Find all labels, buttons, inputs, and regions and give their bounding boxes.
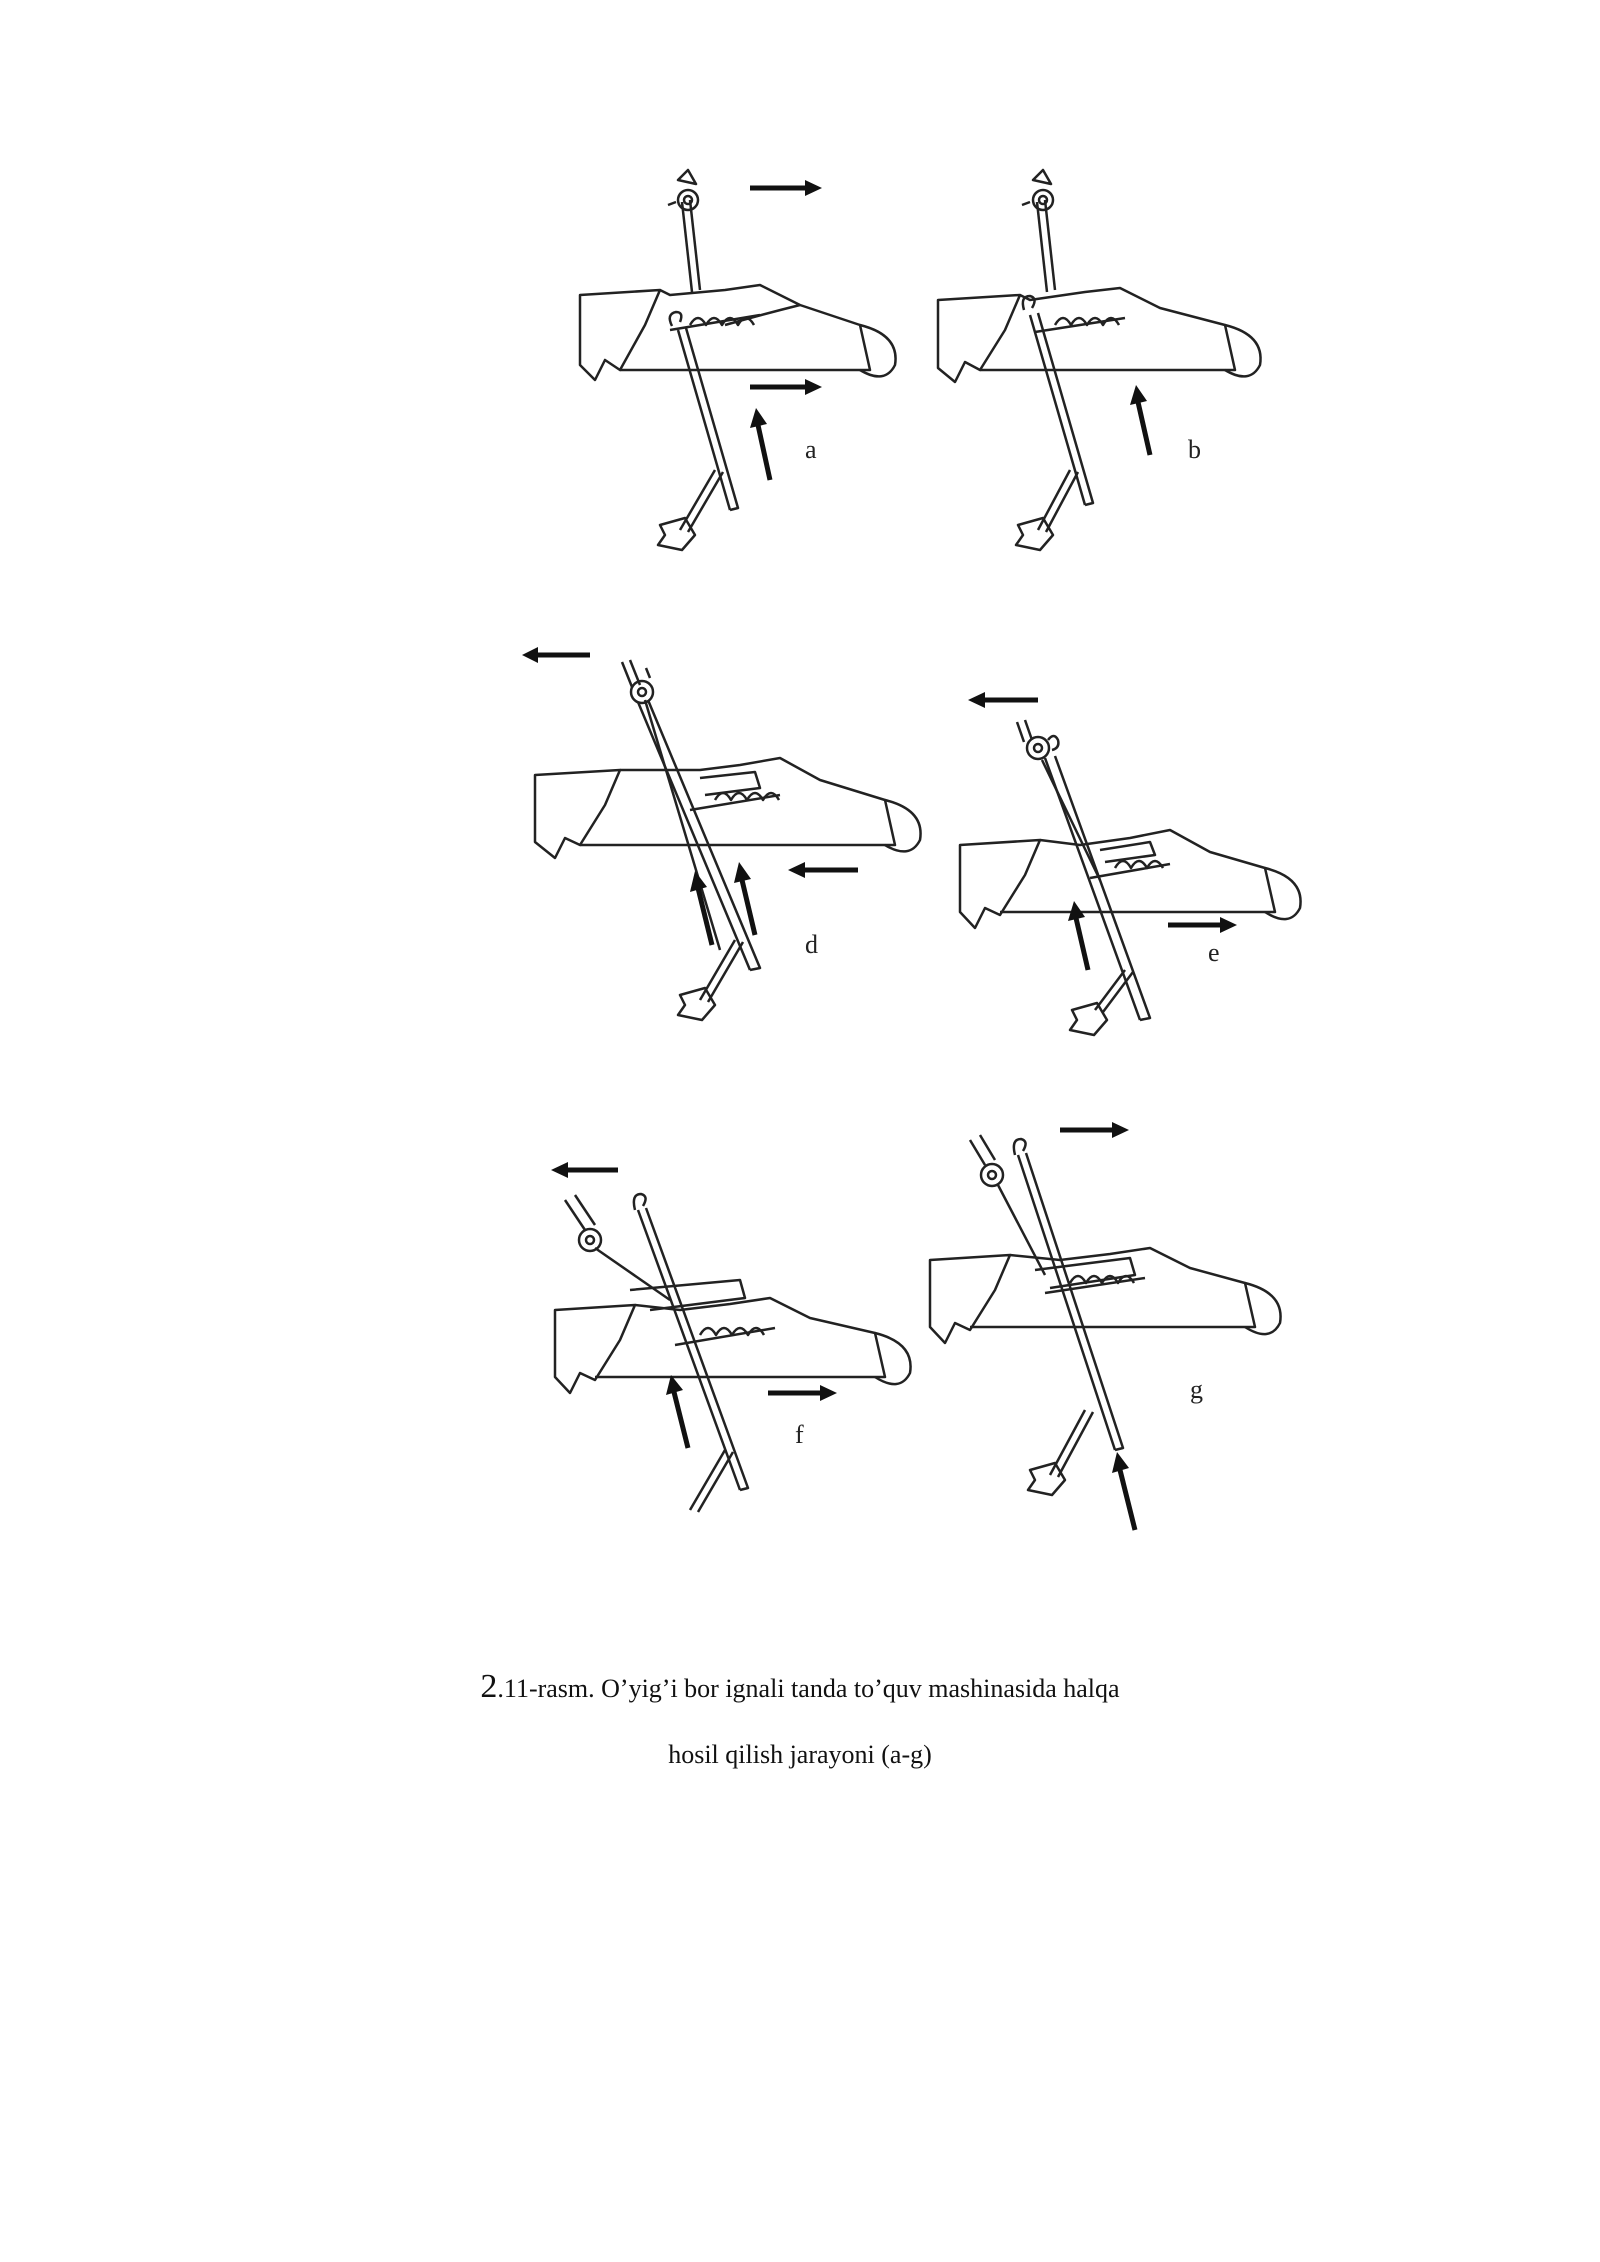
panel-e-svg [958, 692, 1302, 1037]
panel-b-label: b [1188, 435, 1201, 464]
panel-f-drawing: f [540, 1130, 940, 1530]
panel-a-drawing: a [560, 140, 940, 580]
panel-d-svg [522, 647, 922, 1022]
figure-caption-line2: hosil qilish jarayoni (a-g) [668, 1740, 932, 1769]
caption-line1-text: .11-rasm. O’yig’i bor ignali tanda to’qu… [497, 1674, 1120, 1703]
panel-g-svg [928, 1122, 1282, 1531]
panel-e-label: e [1208, 938, 1220, 967]
panel-f-label: f [795, 1420, 804, 1449]
caption-number-lead: 2 [480, 1668, 498, 1705]
panel-f-svg [551, 1162, 912, 1513]
panel-b-drawing: b [920, 140, 1300, 580]
panel-d-drawing: d [520, 630, 960, 1060]
panel-e-drawing: e [950, 680, 1330, 1060]
panel-b-svg [936, 168, 1262, 552]
figure-caption-line1: 2.11-rasm. O’yig’i bor ignali tanda to’q… [0, 1668, 1600, 1706]
panel-a-svg [578, 168, 897, 552]
panel-g-drawing: g [920, 1110, 1320, 1550]
knitting-loop-formation-figure: a [520, 140, 1330, 1550]
panel-g-label: g [1190, 1375, 1203, 1404]
panel-a-label: a [805, 435, 817, 464]
panel-d-label: d [805, 930, 818, 959]
